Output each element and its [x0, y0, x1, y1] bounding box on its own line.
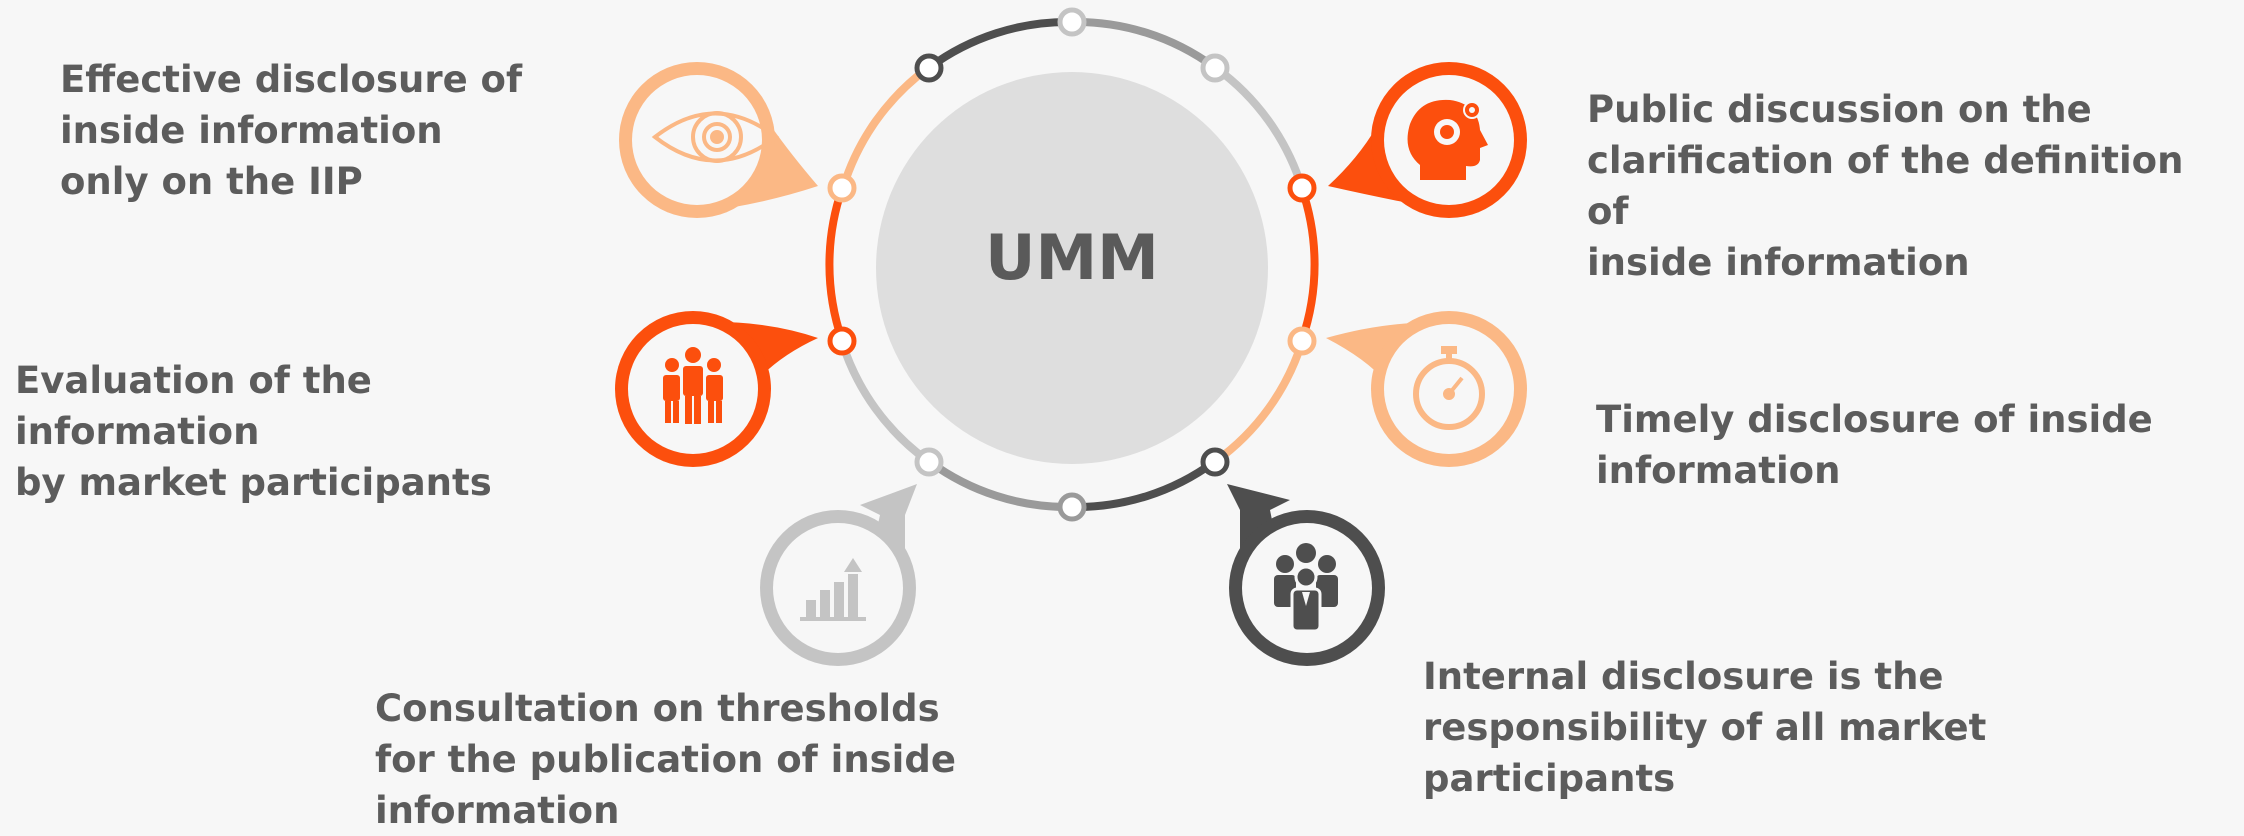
item-label-consultation: Consultation on thresholds for the publi… — [375, 687, 956, 832]
ring-segment-top — [926, 17, 1074, 71]
ring-node — [827, 173, 857, 203]
item-label-internal-disclosure: Internal disclosure is the responsibilit… — [1423, 655, 1987, 800]
item-label-timely-disclosure: Timely disclosure of inside information — [1596, 398, 2153, 492]
ring-node — [1200, 53, 1230, 83]
ring-segment-top-right — [1212, 64, 1306, 192]
ring-segment-left — [825, 185, 846, 344]
item-label-effective-disclosure: Effective disclosure of inside informati… — [60, 58, 523, 203]
bubble-team — [1227, 484, 1385, 666]
ring-segment-right-low — [1212, 338, 1306, 465]
ring-node — [914, 447, 944, 477]
ring-node — [1057, 492, 1087, 522]
stopwatch-icon — [1413, 346, 1485, 430]
center-circle — [876, 72, 1268, 464]
bar-chart-icon — [800, 558, 866, 621]
head-gears-icon — [1407, 99, 1488, 180]
bubble-chart — [760, 484, 917, 666]
bubble-stopwatch — [1326, 311, 1527, 467]
item-label-public-discussion: Public discussion on the clarification o… — [1587, 88, 2184, 284]
ring-segment-top-left — [839, 64, 932, 192]
ring-node — [914, 53, 944, 83]
team-icon — [1274, 543, 1338, 633]
ring-segment-bottom-left — [838, 338, 932, 465]
bubble-group — [615, 311, 818, 467]
ring-node — [1287, 173, 1317, 203]
ring-segment-top-right-upper — [1068, 17, 1218, 71]
ring-nodes — [827, 7, 1317, 522]
ring-node — [827, 326, 857, 356]
eye-icon — [651, 111, 780, 163]
center-title: UMM — [985, 221, 1159, 294]
item-label-evaluation: Evaluation of the information by market … — [15, 359, 492, 504]
ring-node — [1057, 7, 1087, 37]
ring-segment-right — [1298, 185, 1319, 344]
bubble-eye-inner — [632, 75, 762, 205]
ring-segment-bottom-right — [1068, 458, 1218, 512]
bubble-eye — [619, 62, 818, 218]
ring-node — [1200, 447, 1230, 477]
ring-node — [1287, 326, 1317, 356]
business-group-icon — [663, 347, 723, 424]
bubble-head — [1328, 62, 1527, 218]
outer-ring — [825, 17, 1319, 512]
ring-segment-bottom — [926, 458, 1074, 512]
